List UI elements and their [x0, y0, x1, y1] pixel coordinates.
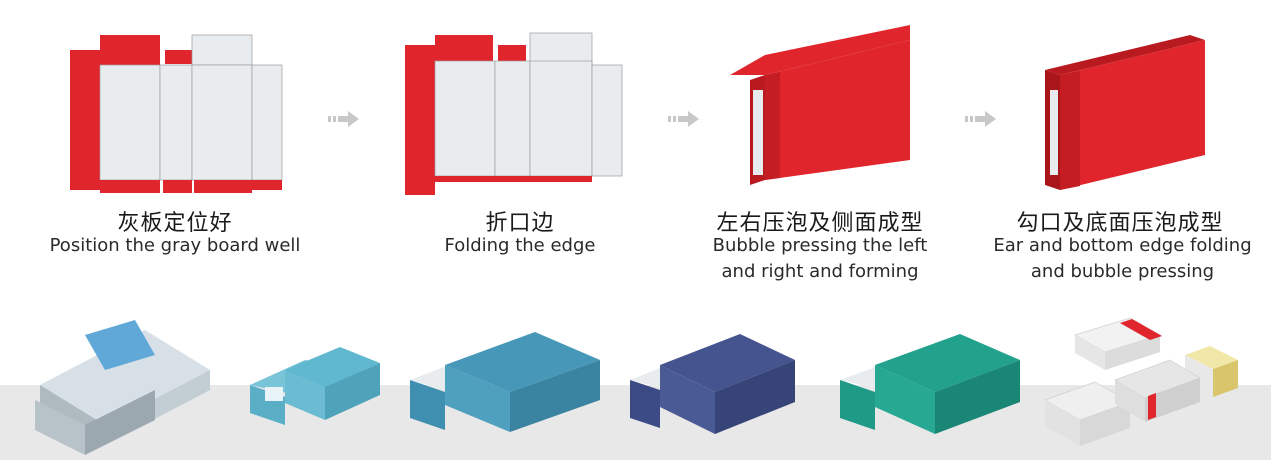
double-chevron-right-icon — [328, 110, 360, 132]
double-chevron-right-icon — [668, 110, 700, 132]
step-2-title-en: Folding the edge — [444, 235, 596, 256]
product-silver-drawer-box — [25, 315, 215, 464]
step-4-title-en-line1: Ear and bottom edge folding — [993, 235, 1252, 256]
step-3-title-en-line2: and right and forming — [721, 261, 919, 282]
product-green-drawer-box — [835, 320, 1025, 449]
product-light-blue-drawer-box — [245, 335, 385, 439]
step-2-title-cn: 折口边 — [485, 211, 555, 236]
step-4-illustration — [1030, 25, 1220, 195]
product-navy-drawer-box — [625, 320, 800, 449]
step-3-title-cn: 左右压泡及侧面成型 — [716, 211, 924, 236]
step-1-title-en: Position the gray board well — [49, 235, 301, 256]
double-chevron-right-icon — [965, 110, 997, 132]
product-white-drawer-boxes — [1040, 310, 1255, 464]
step-4-title-en-line2: and bubble pressing — [1030, 261, 1215, 282]
step-1-illustration — [60, 30, 290, 200]
step-2-illustration — [395, 30, 625, 200]
step-3-title-en-line1: Bubble pressing the left — [712, 235, 928, 256]
step-1-title-cn: 灰板定位好 — [117, 211, 233, 236]
step-3-illustration — [720, 20, 920, 195]
step-4-title-cn: 勾口及底面压泡成型 — [1016, 211, 1224, 236]
product-teal-blue-drawer-box — [405, 320, 605, 449]
